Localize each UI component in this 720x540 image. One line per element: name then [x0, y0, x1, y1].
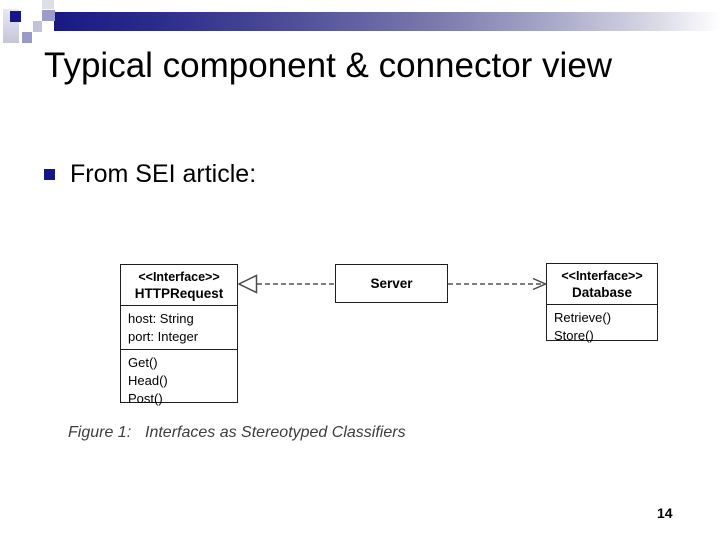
realization-arrow [237, 274, 335, 294]
deco-square-medium [42, 10, 55, 21]
uml-operation: Store() [554, 328, 594, 343]
uml-class-header: <<Interface>> HTTPRequest [121, 265, 237, 305]
dependency-arrow [448, 277, 548, 291]
uml-operation: Post() [128, 391, 163, 406]
uml-class-name: Server [370, 276, 413, 291]
page-number: 14 [657, 505, 673, 521]
figure-caption-label: Figure 1: [68, 424, 132, 441]
uml-class-database: <<Interface>> Database Retrieve() Store(… [546, 263, 658, 343]
uml-operations-compartment: Retrieve() Store() [547, 304, 657, 349]
uml-attributes-compartment: host: String port: Integer [121, 305, 237, 349]
figure-caption-text: Interfaces as Stereotyped Classifiers [145, 424, 406, 441]
slide-title: Typical component & connector view [44, 46, 613, 85]
deco-square-navy [10, 11, 21, 22]
uml-class-name: HTTPRequest [134, 286, 224, 301]
deco-square-lavender [22, 32, 32, 43]
hollow-triangle-arrowhead [237, 274, 258, 294]
uml-stereotype: <<Interface>> [561, 269, 643, 283]
uml-class-header: <<Interface>> Database [547, 264, 657, 304]
uml-stereotype: <<Interface>> [138, 270, 220, 284]
deco-square-pale-top [42, 0, 54, 9]
header-gradient-bar [54, 12, 720, 31]
uml-attribute: port: Integer [128, 329, 199, 344]
uml-operation: Get() [128, 355, 158, 370]
deco-square-light [33, 21, 42, 32]
uml-operation: Head() [128, 373, 168, 388]
uml-class-name: Database [571, 285, 633, 300]
uml-attribute: host: String [128, 311, 194, 326]
uml-class-httprequest: <<Interface>> HTTPRequest host: String p… [120, 264, 238, 406]
bullet-text: From SEI article: [70, 160, 257, 188]
uml-operation: Retrieve() [554, 310, 612, 325]
bullet-square-icon [44, 169, 55, 180]
open-arrowhead [532, 277, 548, 291]
bullet-item: From SEI article: [44, 160, 256, 189]
uml-class-server: Server [335, 264, 448, 303]
uml-operations-compartment: Get() Head() Post() [121, 349, 237, 412]
